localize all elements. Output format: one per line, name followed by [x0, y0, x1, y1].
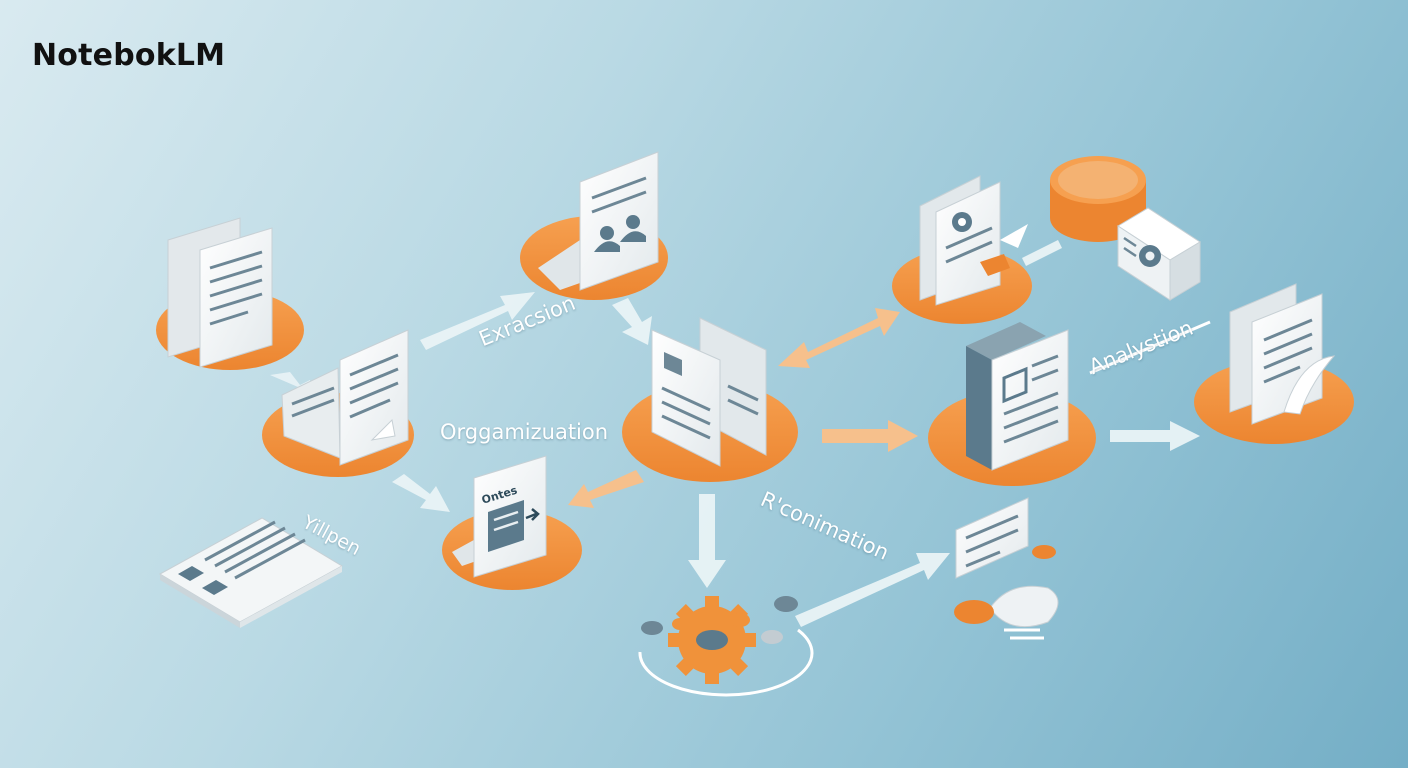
arrow-gear-to-card — [795, 553, 950, 627]
arrow-to-notes — [392, 474, 450, 512]
node-output-card — [954, 497, 1059, 640]
node-input-card — [158, 517, 344, 628]
arrow-db-link — [1022, 240, 1062, 266]
arrow-doc-to-extraction — [420, 292, 535, 350]
page-title: NotebokLM — [32, 38, 226, 73]
arrow-orange-right — [822, 420, 918, 452]
node-source-documents — [156, 217, 304, 370]
arrow-orange-to-notes — [568, 470, 644, 508]
node-open-book — [262, 329, 414, 477]
label-organization: Orggamizuation — [440, 420, 609, 444]
arrow-extraction-down — [612, 298, 652, 345]
node-notes — [442, 455, 582, 590]
node-final-documents — [1194, 283, 1354, 444]
node-gear — [638, 596, 814, 697]
arrow-down-to-gear — [688, 494, 726, 588]
node-organization — [622, 317, 798, 482]
gear-card — [1117, 207, 1201, 301]
node-extraction — [520, 151, 668, 300]
node-analysis — [928, 322, 1096, 486]
analysis-underline — [1089, 320, 1211, 375]
node-settings-docs — [892, 175, 1032, 324]
arrow-analysis-right — [1110, 421, 1200, 451]
arrow-orange-double — [778, 308, 900, 368]
